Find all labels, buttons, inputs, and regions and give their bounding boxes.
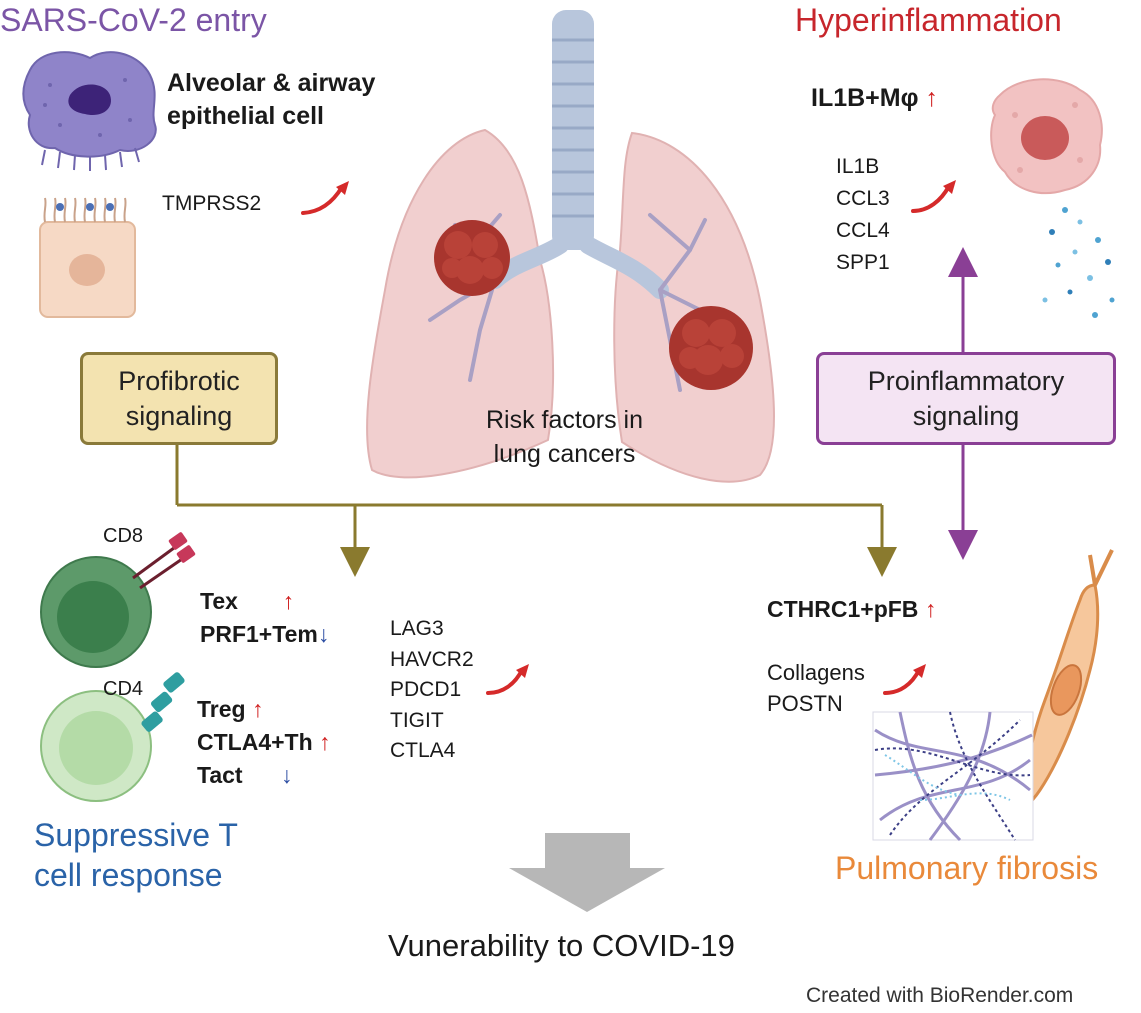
sars-entry-title: SARS-CoV-2 entry [0,2,267,38]
tex-label: Tex ↑ [200,588,295,614]
up-arrow-icon: ↑ [251,696,264,722]
pulmonary-fibrosis-title: Pulmonary fibrosis [835,850,1099,886]
up-arrow-icon: ↑ [925,84,938,112]
tumor-icon [434,220,510,296]
gene-item: TIGIT [390,708,444,732]
box-line: Profibrotic [118,365,240,396]
prf1-tem-label: PRF1+Tem↓ [200,621,330,647]
gene-item: HAVCR2 [390,647,474,671]
il1b-macrophage-label: IL1B+Mφ ↑ [811,84,938,112]
tumor-icon [669,306,753,390]
airway-epithelial-cell-icon [39,197,136,318]
tact-label: Tact ↓ [197,762,293,788]
down-arrow-small-icon: ↓ [317,621,330,647]
cd8-t-cell-icon [40,532,196,668]
macrophage-gene-list: IL1B CCL3 CCL4 SPP1 [836,151,890,279]
macrophage-icon [990,78,1103,195]
cd4-t-cell-icon [40,672,185,802]
title-line: cell response [34,857,223,893]
down-arrow-icon [509,833,665,912]
lungs-icon [366,10,775,483]
gene-item: CCL3 [836,187,890,210]
gene-item: CCL4 [836,219,890,242]
gene-item: CTLA4 [390,739,456,762]
cytokine-dots-icon [1042,207,1115,318]
gene-item: POSTN [767,691,843,716]
gene-item: PDCD1 [390,678,462,701]
covid-vulnerability-label: Vunerability to COVID-19 [388,928,735,963]
gene-item: LAG3 [390,617,444,640]
box-line: Proinflammatory [867,365,1065,396]
profibrotic-connector [175,442,897,577]
treg-label: Treg ↑ [197,696,264,722]
alveolar-cell-icon [22,51,157,171]
proinflammatory-signaling-box: Proinflammatory signaling [816,352,1116,445]
fibrosis-gene-list: Collagens POSTN [767,657,865,719]
up-arrow-icon: ↑ [282,588,295,614]
cthrc1-pfb-label: CTHRC1+pFB ↑ [767,596,937,622]
box-line: signaling [125,400,233,431]
label-line: Risk factors in [486,406,643,434]
alveolar-label-line1: Alveolar & airway [167,69,376,97]
collagen-mesh-icon [872,711,1034,842]
box-line: signaling [912,400,1020,431]
cd8-label: CD8 [103,525,144,547]
alveolar-label-line2: epithelial cell [167,102,325,130]
title-line: Suppressive T [34,817,238,853]
biorender-credit: Created with BioRender.com [806,984,1074,1007]
label-line: lung cancers [493,440,636,468]
gene-item: Collagens [767,660,865,685]
up-arrow-icon: ↑ [319,729,331,755]
cd4-label: CD4 [103,678,144,700]
gene-item: SPP1 [836,251,890,274]
exhaustion-gene-list: LAG3 HAVCR2 PDCD1 TIGIT CTLA4 [390,614,474,767]
down-arrow-small-icon: ↓ [280,762,293,788]
ctla4-th-label: CTLA4+Th ↑ [197,729,331,755]
gene-item: IL1B [836,155,880,178]
profibrotic-signaling-box: Profibrotic signaling [80,352,278,445]
risk-factors-label: Risk factors in lung cancers [447,403,682,471]
up-arrow-icon: ↑ [924,596,937,622]
hyperinflammation-title: Hyperinflammation [795,2,1062,38]
tmprss2-gene: TMPRSS2 [162,192,262,215]
suppressive-t-cell-title: Suppressive T cell response [34,815,238,895]
